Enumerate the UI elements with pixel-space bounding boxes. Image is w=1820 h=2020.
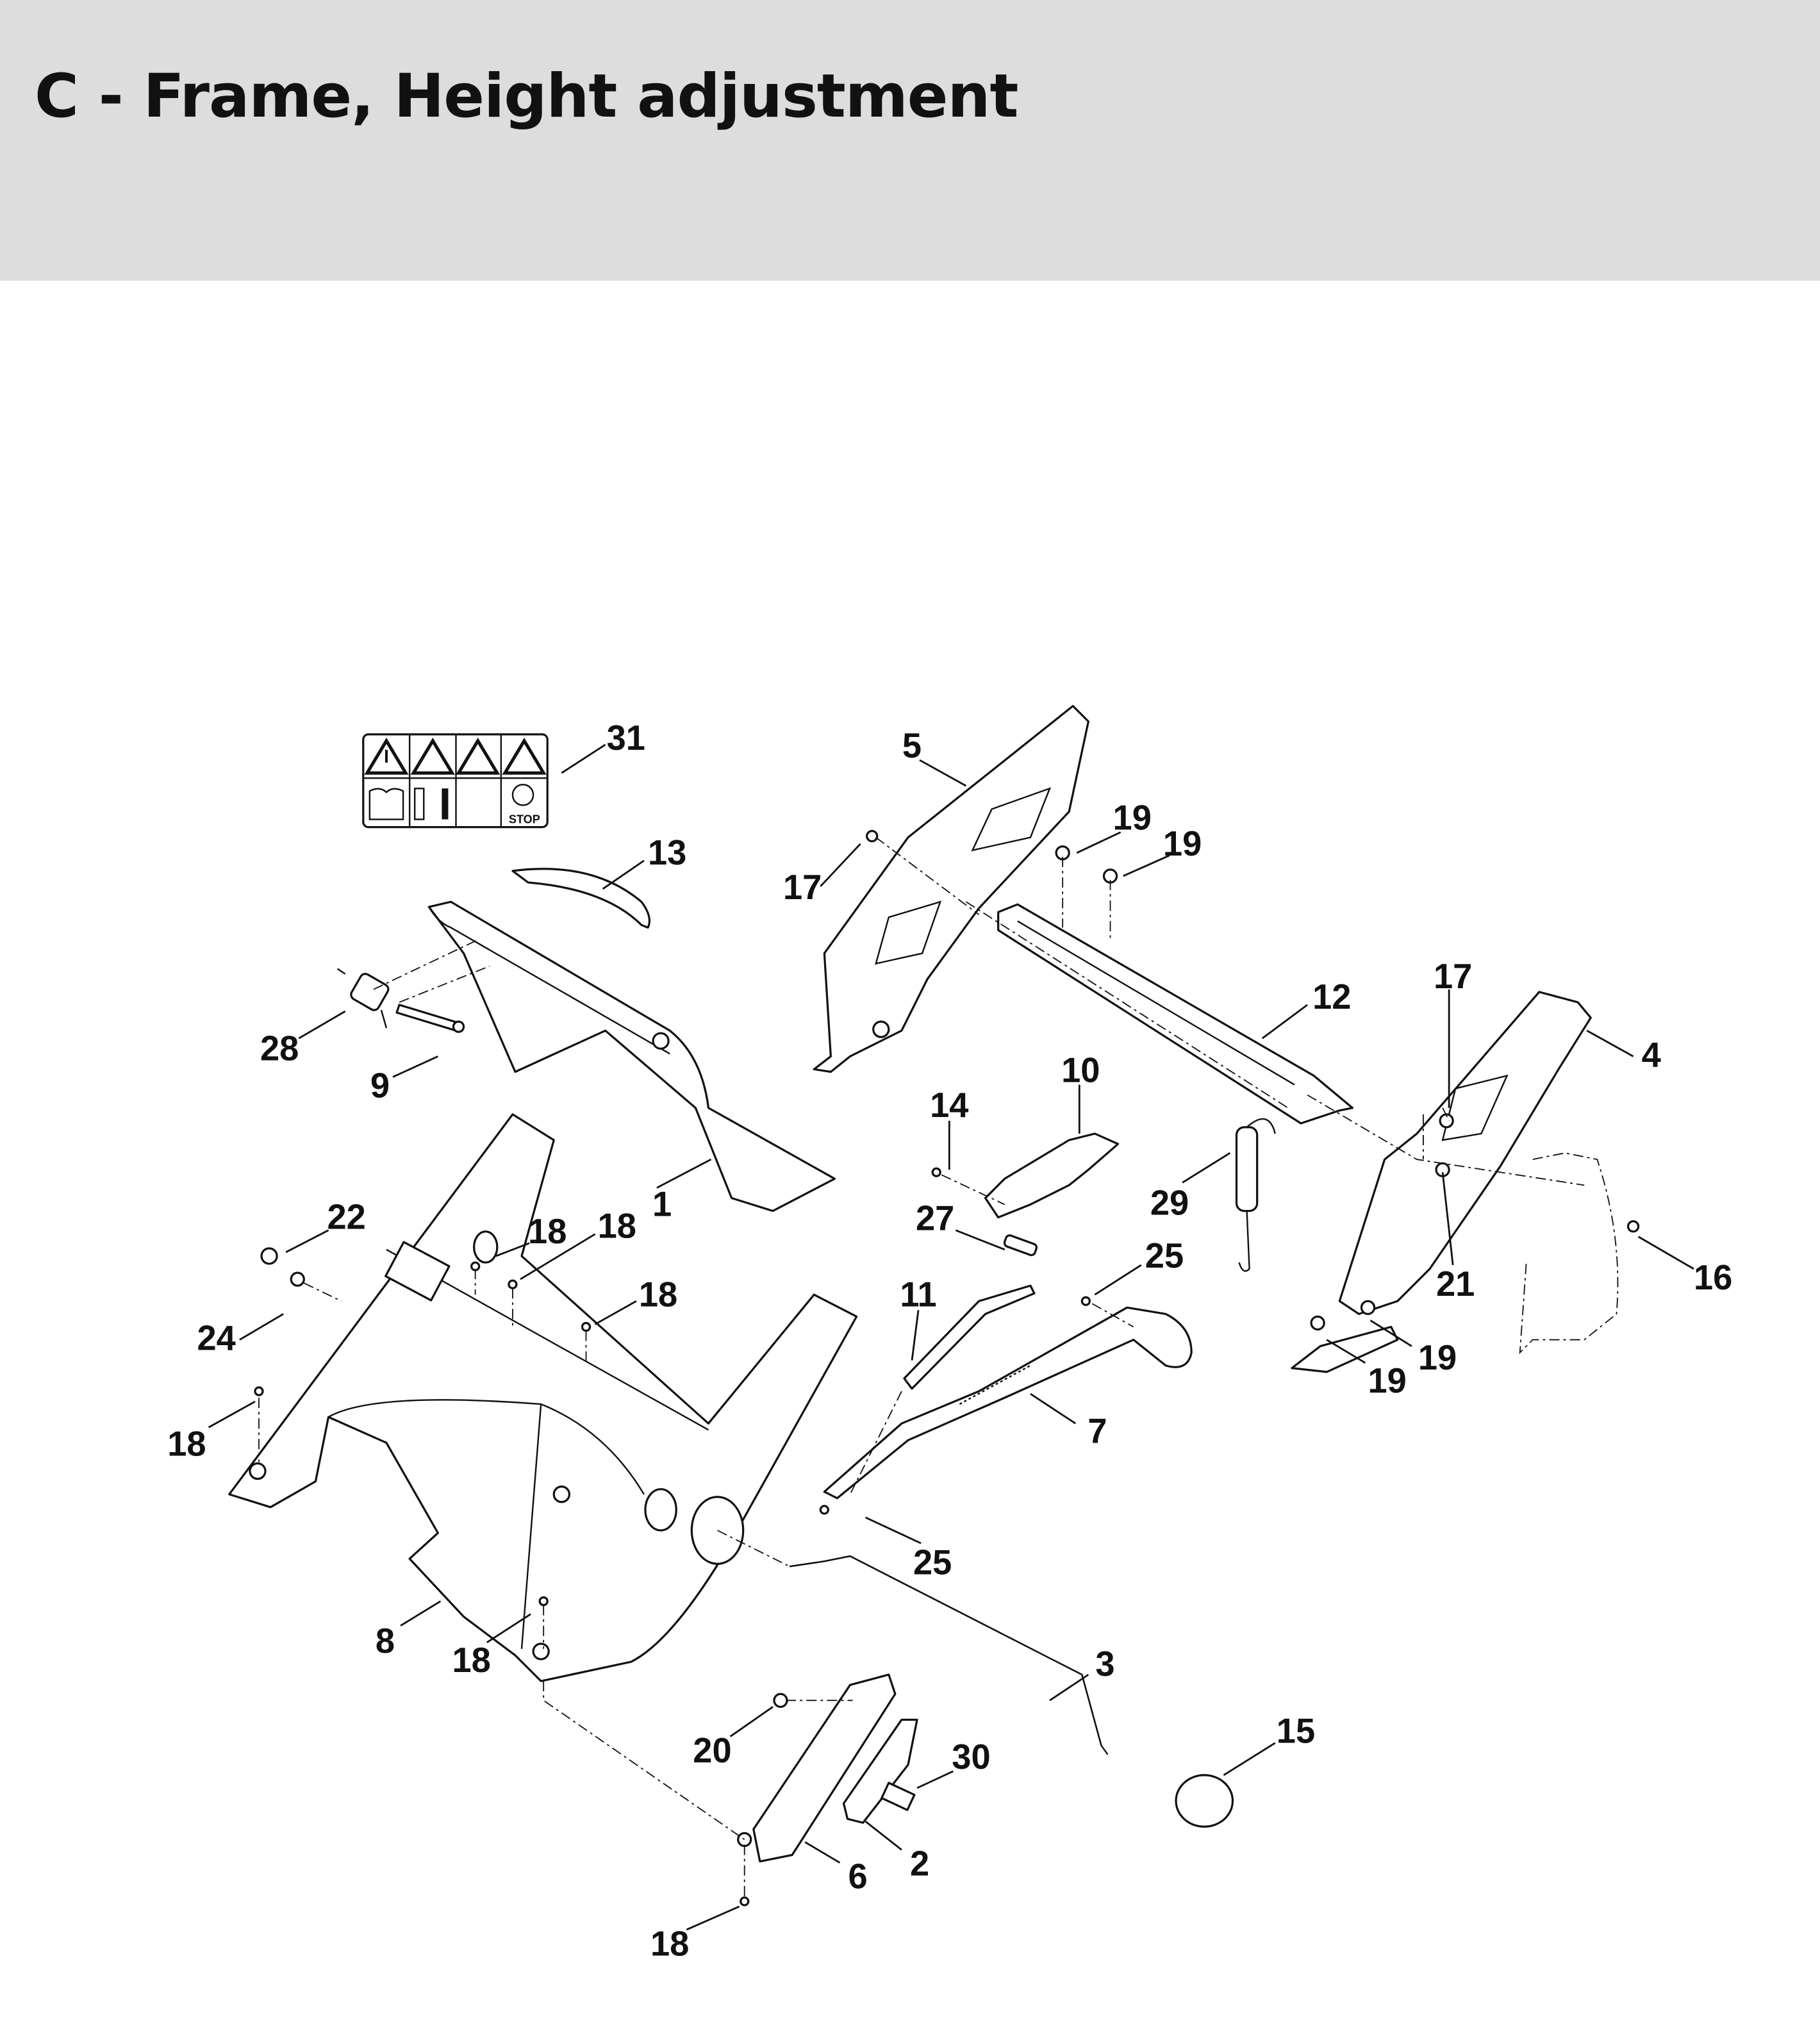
callout-6: 6 xyxy=(848,1858,868,1896)
callout-5: 5 xyxy=(902,727,922,765)
callout-18: 18 xyxy=(167,1425,206,1463)
callout-14: 14 xyxy=(930,1086,968,1125)
part-2-holder xyxy=(842,1718,918,1824)
callout-29: 29 xyxy=(1150,1184,1189,1223)
part-30-sleeve xyxy=(881,1782,916,1811)
manual-book-icon xyxy=(368,788,404,820)
rear-wheel-outline xyxy=(1519,1152,1619,1354)
callout-30: 30 xyxy=(952,1738,990,1776)
page-title: C - Frame, Height adjustment xyxy=(35,62,1018,131)
callout-15: 15 xyxy=(1277,1712,1315,1751)
callout-18: 18 xyxy=(650,1925,689,1963)
callout-10: 10 xyxy=(1061,1052,1100,1090)
callout-25: 25 xyxy=(913,1543,952,1582)
part-6-bracket xyxy=(752,1673,897,1863)
callout-19: 19 xyxy=(1113,799,1152,838)
part-5-side-plate xyxy=(813,705,1089,1073)
callout-18: 18 xyxy=(452,1641,490,1680)
part-13-cover xyxy=(511,868,650,929)
part-9-pin xyxy=(395,1004,460,1032)
part-10-bracket xyxy=(984,1132,1120,1219)
callout-27: 27 xyxy=(916,1200,954,1238)
part-15-knob xyxy=(1175,1774,1234,1828)
callout-19: 19 xyxy=(1368,1362,1406,1400)
part-29-spring xyxy=(1235,1118,1276,1272)
callout-21: 21 xyxy=(1436,1265,1475,1304)
callout-17: 17 xyxy=(783,868,822,907)
callout-31: 31 xyxy=(607,719,645,757)
callout-28: 28 xyxy=(260,1029,299,1068)
callout-11: 11 xyxy=(900,1275,936,1314)
callout-12: 12 xyxy=(1312,978,1351,1016)
stop-label: STOP xyxy=(509,813,540,826)
warning-triangle-icon xyxy=(364,738,547,775)
part-7-height-lever xyxy=(823,1306,1193,1500)
part-27-spring xyxy=(1003,1234,1038,1257)
part-11-strip xyxy=(903,1284,1036,1390)
callout-8: 8 xyxy=(376,1622,395,1660)
callout-17: 17 xyxy=(1434,957,1472,996)
callout-9: 9 xyxy=(370,1067,390,1105)
callout-1: 1 xyxy=(652,1186,672,1224)
part-28-spring xyxy=(336,968,390,1029)
callout-13: 13 xyxy=(648,834,686,872)
callout-3: 3 xyxy=(1095,1645,1114,1684)
callout-16: 16 xyxy=(1694,1259,1732,1297)
leader-lines xyxy=(208,743,1694,1931)
part-4-side-plate xyxy=(1338,991,1592,1315)
callout-7: 7 xyxy=(1088,1412,1107,1450)
callout-18: 18 xyxy=(598,1207,636,1246)
callout-19: 19 xyxy=(1163,825,1202,863)
callout-25: 25 xyxy=(1145,1237,1184,1275)
part-1-upper-frame xyxy=(427,900,836,1213)
callout-18: 18 xyxy=(639,1275,677,1314)
callout-20: 20 xyxy=(693,1732,731,1770)
callout-24: 24 xyxy=(197,1320,235,1358)
blade-stop-icon xyxy=(511,784,534,806)
callout-4: 4 xyxy=(1642,1036,1661,1074)
callout-2: 2 xyxy=(910,1845,929,1883)
assembly-lines xyxy=(258,836,1585,1896)
distance-icon xyxy=(413,788,425,820)
header-bar: C - Frame, Height adjustment xyxy=(0,0,1820,281)
callout-19: 19 xyxy=(1418,1339,1457,1377)
callout-18: 18 xyxy=(528,1213,567,1251)
warning-sticker: STOP xyxy=(362,733,549,829)
callout-22: 22 xyxy=(327,1198,365,1237)
fasteners xyxy=(254,830,1640,1907)
